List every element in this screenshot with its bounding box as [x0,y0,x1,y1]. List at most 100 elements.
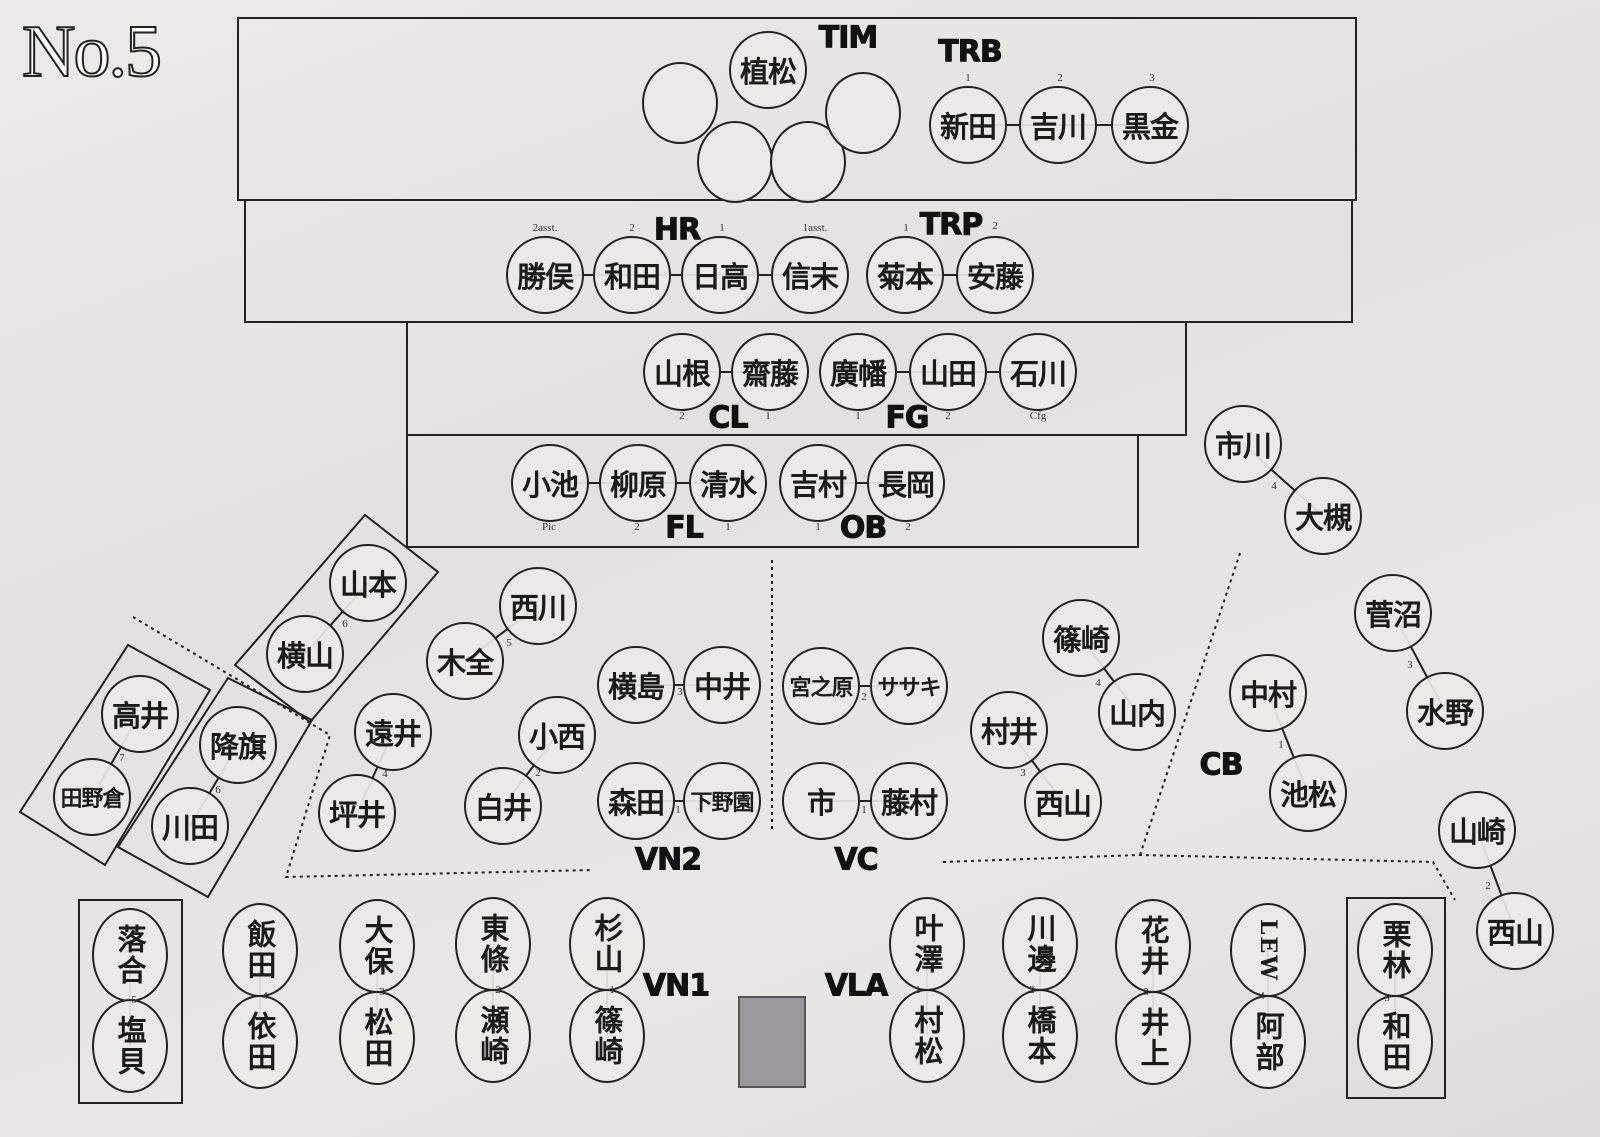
divider-vn2-left [132,616,594,879]
stand-number-label: 2asst. [532,222,558,234]
stand-number-label: 1 [1278,739,1284,751]
stand-number-label: 4 [262,990,268,1002]
stand-number-label: 2 [1029,984,1035,996]
seat: 中井 [683,646,761,724]
stand-number-label: 1 [903,222,909,234]
seat: 市川 [1204,405,1282,483]
seat: 柳原 [599,444,677,522]
seat: 白井 [464,767,542,845]
empty-seat [642,62,718,144]
seat: 森田 [597,762,675,840]
stand-number-label: 4 [382,768,388,780]
seat: 篠崎 [1042,599,1120,677]
seat: 坪井 [318,774,396,852]
stand-number-label: 2 [992,220,998,232]
stand-number-label: 1asst. [802,222,828,234]
seat: 依田 [222,995,298,1089]
seat: 齋藤 [731,333,809,411]
stand-number-label: 2 [1485,880,1491,892]
stand-number-label: 4 [1259,990,1265,1002]
seat: 瀬崎 [455,989,531,1083]
seat: 和田 [593,236,671,314]
stand-number-label: 1 [765,410,771,422]
seat: 叶澤 [889,897,965,991]
seat: 大槻 [1284,477,1362,555]
seat: 中村 [1229,654,1307,732]
stand-number-label: 1 [965,72,971,84]
seat: 橋本 [1002,989,1078,1083]
seat: 植松 [729,31,807,109]
stand-number-label: 1 [815,521,821,533]
stand-number-label: 2 [634,521,640,533]
stand-number-label: 2 [1057,72,1063,84]
seat: 西山 [1024,763,1102,841]
conductor-podium [738,996,806,1088]
vn1-desk5-box [78,899,183,1104]
stand-number-label: 1 [725,521,731,533]
seat: 東條 [455,897,531,991]
seat: 黒金 [1111,86,1189,164]
stand-number-label: 3 [379,986,385,998]
stand-number-label: 2 [629,222,635,234]
stand-number-label: 4 [1095,677,1101,689]
stand-number-label: 2 [945,410,951,422]
seat: 栗林 [1357,903,1433,997]
seat: 山根 [643,333,721,411]
seat: 宮之原 [782,647,860,725]
seat: 阿部 [1230,995,1306,1089]
seat: 落合 [92,908,168,1002]
flute-oboe-box [406,434,1139,548]
vla-desk5-box [1346,897,1446,1099]
seat: 遠井 [354,693,432,771]
divider-bottom-right [942,853,1456,901]
desk6b-box [116,676,314,899]
stand-number-label: Cfg [1029,410,1047,422]
stand-number-label: 2 [679,410,685,422]
seat: 村井 [970,691,1048,769]
stand-number-label: 3 [1407,659,1413,671]
seat: 松田 [339,991,415,1085]
stand-number-label: 3 [1149,72,1155,84]
section-label-flute: FL [665,510,705,546]
section-label-violin2: VN2 [634,842,702,878]
seat: 石川 [999,333,1077,411]
stand-number-label: 4 [1271,480,1277,492]
seat: 山内 [1098,673,1176,751]
section-label-trumpet: TRP [919,207,984,243]
seat: 大保 [339,899,415,993]
seat: 清水 [689,444,767,522]
seat: 川邊 [1002,897,1078,991]
seat: 菊本 [866,236,944,314]
seat: 川田 [151,787,229,865]
stand-number-label: 7 [119,752,125,764]
seat: 菅沼 [1354,574,1432,652]
section-label-horn: HR [653,212,701,248]
section-label-clarinet: CL [708,400,749,436]
seat: 吉川 [1019,86,1097,164]
section-label-viola: VLA [824,968,889,1004]
section-label-timpani: TIM [818,20,879,56]
seat: 井上 [1115,991,1191,1085]
seat: 山田 [909,333,987,411]
seat: 廣幡 [819,333,897,411]
seat: 田野倉 [53,758,131,836]
stand-number-label: 2 [535,767,541,779]
seat: 木全 [426,622,504,700]
seat: 日高 [681,236,759,314]
seat: 下野園 [683,762,761,840]
stand-number-label: 5 [506,637,512,649]
seat: 西川 [499,567,577,645]
stand-number-label: 2 [861,691,867,703]
seat: 勝俣 [506,236,584,314]
seat: 和田 [1357,995,1433,1089]
seat: 市 [782,762,860,840]
seat: 篠崎 [569,989,645,1083]
section-label-bassoon: FG [885,400,930,436]
stand-number-label: 3 [677,686,683,698]
stand-number-label: Pic [541,521,557,533]
stand-number-label: 1 [675,804,681,816]
seat: 安藤 [956,236,1034,314]
seat: 横山 [266,615,344,693]
stand-number-label: 1 [861,804,867,816]
seat: 小池 [511,444,589,522]
